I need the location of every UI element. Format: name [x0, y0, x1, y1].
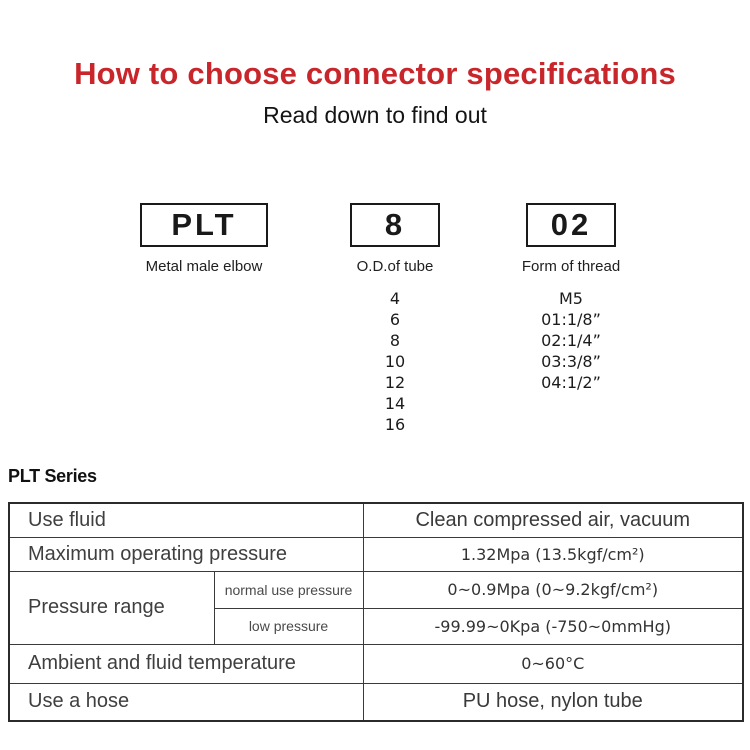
tube-od-label: O.D.of tube [356, 258, 434, 275]
page-title: How to choose connector specifications [74, 56, 676, 91]
series-code-label: Metal male elbow [145, 258, 263, 275]
segment-thread-form: 02 Form of thread M5 01:1/8” 02:1/4” 03:… [471, 203, 671, 393]
table-row-use-fluid: Use fluid Clean compressed air, vacuum [8, 502, 744, 538]
spec-value-max-pressure: 1.32Mpa (13.5kgf/cm²) [362, 536, 744, 572]
spec-sublabel-normal-pressure: normal use pressure [213, 570, 364, 609]
tube-od-options: 4 6 8 10 12 14 16 [295, 288, 495, 435]
tube-od-option: 6 [389, 310, 401, 329]
table-row-max-pressure: Maximum operating pressure 1.32Mpa (13.5… [8, 536, 744, 572]
thread-form-options: M5 01:1/8” 02:1/4” 03:3/8” 04:1/2” [471, 288, 671, 393]
spec-label-use-fluid: Use fluid [8, 502, 364, 538]
tube-od-option: 16 [384, 415, 406, 434]
thread-form-box: 02 [526, 203, 616, 247]
tube-od-option: 8 [389, 331, 401, 350]
tube-od-option: 10 [384, 352, 406, 371]
thread-form-option: 04:1/2” [541, 373, 601, 392]
spec-value-normal-pressure: 0~0.9Mpa (0~9.2kgf/cm²) [362, 570, 744, 609]
spec-value-ambient-temperature: 0~60°C [362, 643, 744, 684]
spec-value-low-pressure: -99.99~0Kpa (-750~0mmHg) [362, 607, 744, 645]
tube-od-option: 12 [384, 373, 406, 392]
series-code-box: PLT [140, 203, 268, 247]
table-row-normal-pressure: Pressure range normal use pressure 0~0.9… [8, 570, 744, 645]
page-subtitle: Read down to find out [263, 102, 487, 128]
thread-form-option: 02:1/4” [541, 331, 601, 350]
tube-od-option: 4 [389, 289, 401, 308]
thread-form-label: Form of thread [521, 258, 621, 275]
tube-od-box: 8 [350, 203, 440, 247]
thread-form-option: 03:3/8” [541, 352, 601, 371]
spec-value-use-fluid: Clean compressed air, vacuum [362, 502, 744, 538]
spec-label-ambient-temperature: Ambient and fluid temperature [8, 643, 364, 684]
spec-label-max-pressure: Maximum operating pressure [8, 536, 364, 572]
spec-label-use-hose: Use a hose [8, 682, 364, 722]
spec-sublabel-low-pressure: low pressure [213, 607, 364, 645]
plt-series-spec-table: Use fluid Clean compressed air, vacuum M… [8, 502, 744, 722]
tube-od-option: 14 [384, 394, 406, 413]
thread-form-option: M5 [559, 289, 583, 308]
table-row-low-pressure: low pressure -99.99~0Kpa (-750~0mmHg) [9, 607, 744, 645]
segment-series-code: PLT Metal male elbow [104, 203, 304, 275]
segment-tube-od: 8 O.D.of tube 4 6 8 10 12 14 16 [295, 203, 495, 435]
series-heading: PLT Series [8, 466, 97, 486]
spec-label-pressure-range: Pressure range [8, 570, 215, 645]
table-row-use-hose: Use a hose PU hose, nylon tube [8, 682, 744, 722]
spec-value-use-hose: PU hose, nylon tube [362, 682, 744, 722]
table-row-ambient-temperature: Ambient and fluid temperature 0~60°C [8, 643, 744, 684]
thread-form-option: 01:1/8” [541, 310, 601, 329]
